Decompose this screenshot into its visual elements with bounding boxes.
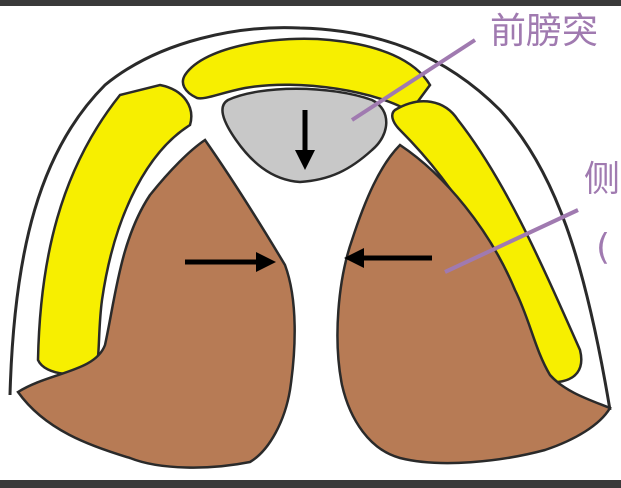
label-side: 侧 xyxy=(584,162,620,198)
label-side-paren: ( xyxy=(596,230,610,266)
bottom-frame-bar xyxy=(0,480,621,488)
label-top: 前膀突 xyxy=(490,14,598,50)
